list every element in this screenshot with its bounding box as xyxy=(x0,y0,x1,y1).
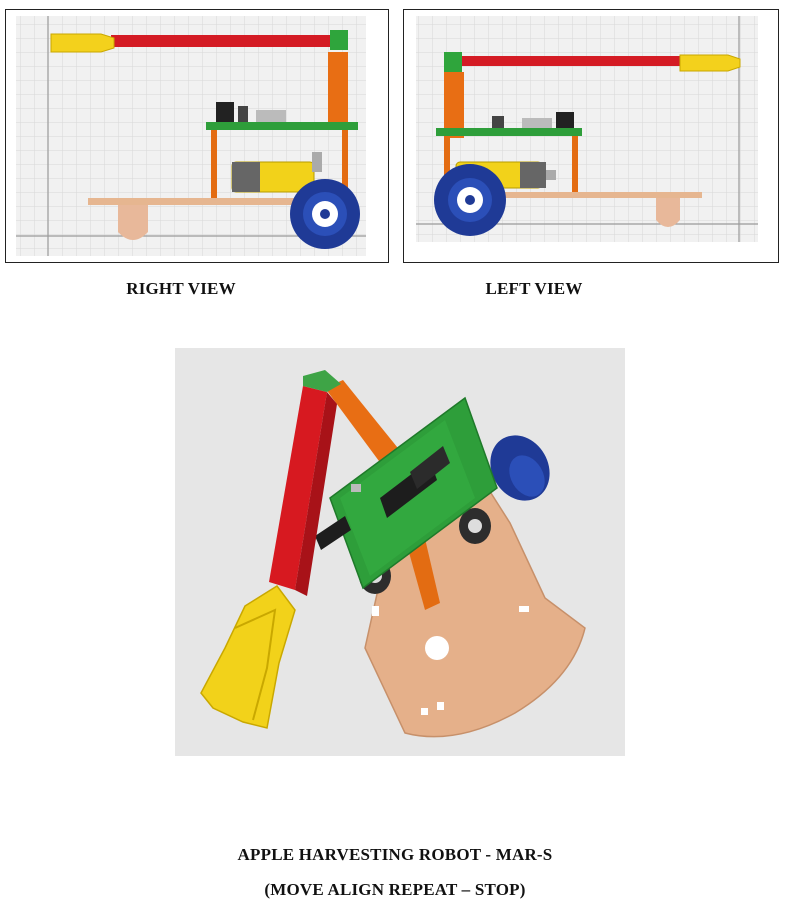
robot-left-view-render xyxy=(416,16,758,242)
robot-right-view-render xyxy=(16,16,366,256)
gripper xyxy=(50,33,115,53)
base-plate xyxy=(88,198,356,205)
figure-title-line1: APPLE HARVESTING ROBOT - MAR-S xyxy=(237,845,553,864)
left-view-frame xyxy=(403,9,779,263)
arm xyxy=(269,386,327,590)
column xyxy=(325,380,410,476)
gripper xyxy=(679,54,741,72)
gripper xyxy=(200,584,296,729)
right-view-frame xyxy=(5,9,389,263)
base-plate xyxy=(444,192,702,198)
figure-title-line2: (MOVE ALIGN REPEAT – STOP) xyxy=(264,880,526,899)
right-view-caption: RIGHT VIEW xyxy=(126,279,236,298)
left-view-caption: LEFT VIEW xyxy=(485,279,583,298)
board xyxy=(436,128,582,136)
robot-isometric-render xyxy=(175,348,625,756)
arm xyxy=(111,35,336,47)
column xyxy=(328,52,348,122)
isometric-render-panel xyxy=(175,348,625,756)
board xyxy=(206,122,358,130)
arm xyxy=(462,56,680,66)
column xyxy=(444,72,464,138)
